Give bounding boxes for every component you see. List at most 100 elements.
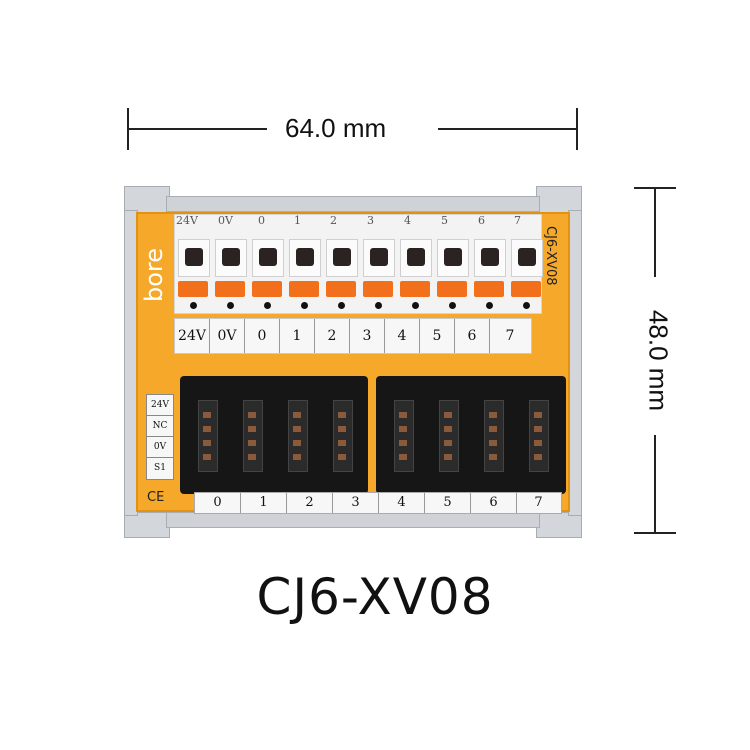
strip-label: 4 (385, 319, 420, 353)
pin (534, 440, 542, 446)
height-dim-line-top (654, 187, 656, 277)
connector-slot[interactable] (439, 400, 459, 472)
pin (399, 454, 407, 460)
strip-label: 24V (175, 319, 210, 353)
terminal-cell (437, 239, 469, 277)
terminal-cell (511, 239, 543, 277)
brand-logo: bore (140, 247, 168, 302)
pin (248, 440, 256, 446)
legend-item: 24V (147, 395, 173, 416)
terminal-dot (412, 302, 419, 309)
terminal-top-label: 1 (294, 214, 301, 227)
connector-number: 7 (534, 495, 543, 510)
strip-label: 3 (350, 319, 385, 353)
terminal-hole (518, 248, 536, 266)
release-lever[interactable] (326, 281, 356, 297)
pin (248, 412, 256, 418)
height-dimension-label: 48.0 mm (642, 300, 674, 421)
rail-clip-left-bottom (124, 512, 170, 538)
terminal-top-label: 7 (514, 214, 521, 227)
pin (293, 412, 301, 418)
strip-label: 5 (420, 319, 455, 353)
release-lever[interactable] (289, 281, 319, 297)
pin (203, 440, 211, 446)
terminal-dot (523, 302, 530, 309)
release-lever[interactable] (252, 281, 282, 297)
release-lever[interactable] (215, 281, 245, 297)
pin (248, 426, 256, 432)
terminal-cell (252, 239, 284, 277)
connector-slot[interactable] (484, 400, 504, 472)
release-lever[interactable] (363, 281, 393, 297)
release-lever[interactable] (400, 281, 430, 297)
connector-slot[interactable] (529, 400, 549, 472)
connector-number: 5 (425, 493, 471, 513)
model-caption: CJ6-XV08 (256, 568, 494, 626)
connector-slot[interactable] (198, 400, 218, 472)
terminal-dot (486, 302, 493, 309)
release-lever[interactable] (511, 281, 541, 297)
terminal-hole (259, 248, 277, 266)
connector-number: 2 (287, 493, 333, 513)
release-lever[interactable] (474, 281, 504, 297)
pin (203, 454, 211, 460)
terminal-dot (264, 302, 271, 309)
terminal-hole (444, 248, 462, 266)
terminal-hole (407, 248, 425, 266)
pin (489, 440, 497, 446)
width-dim-line-right (438, 128, 578, 130)
connector-slot[interactable] (394, 400, 414, 472)
pin (489, 454, 497, 460)
pin (489, 426, 497, 432)
terminal-hole (370, 248, 388, 266)
terminal-top-label: 2 (330, 214, 337, 227)
connector-number-strip: 0 1 2 3 4 5 6 7 (194, 492, 562, 514)
connector-block-right[interactable] (376, 376, 566, 494)
terminal-hole (296, 248, 314, 266)
release-lever[interactable] (437, 281, 467, 297)
terminal-top-label: 6 (478, 214, 485, 227)
terminal-cell (474, 239, 506, 277)
width-dim-line-left (127, 128, 267, 130)
pinout-legend: 24V NC 0V S1 (146, 394, 174, 480)
terminal-top-label: 3 (367, 214, 374, 227)
legend-item: NC (147, 416, 173, 437)
connector-number: 3 (333, 493, 379, 513)
connector-slot[interactable] (333, 400, 353, 472)
height-dim-line-bottom (654, 435, 656, 533)
terminal-hole (481, 248, 499, 266)
pin (338, 440, 346, 446)
side-model-label: CJ6-XV08 (543, 226, 558, 286)
pin (534, 426, 542, 432)
pin (399, 440, 407, 446)
pin (293, 440, 301, 446)
terminal-hole (333, 248, 351, 266)
height-dim-bottom-tick (634, 532, 676, 534)
release-lever[interactable] (178, 281, 208, 297)
pin (338, 454, 346, 460)
pin (399, 412, 407, 418)
pin (444, 412, 452, 418)
rail-bar-bottom (166, 512, 540, 528)
rail-side-right (568, 210, 582, 516)
connector-slot[interactable] (243, 400, 263, 472)
connector-slot[interactable] (288, 400, 308, 472)
connector-number: 1 (241, 493, 287, 513)
pin (248, 454, 256, 460)
pin (534, 454, 542, 460)
pin (399, 426, 407, 432)
terminal-dot (449, 302, 456, 309)
connector-number: 4 (379, 493, 425, 513)
pin (338, 426, 346, 432)
terminal-label-strip: 24V 0V 0 1 2 3 4 5 6 7 (174, 318, 532, 354)
pin (203, 412, 211, 418)
rail-bar-top (166, 196, 540, 212)
pin (444, 426, 452, 432)
pin (534, 412, 542, 418)
terminal-top-label: 5 (441, 214, 448, 227)
terminal-cell (215, 239, 247, 277)
terminal-top-label: 4 (404, 214, 411, 227)
connector-block-left[interactable] (180, 376, 368, 494)
connector-number: 0 (195, 493, 241, 513)
pin (444, 454, 452, 460)
